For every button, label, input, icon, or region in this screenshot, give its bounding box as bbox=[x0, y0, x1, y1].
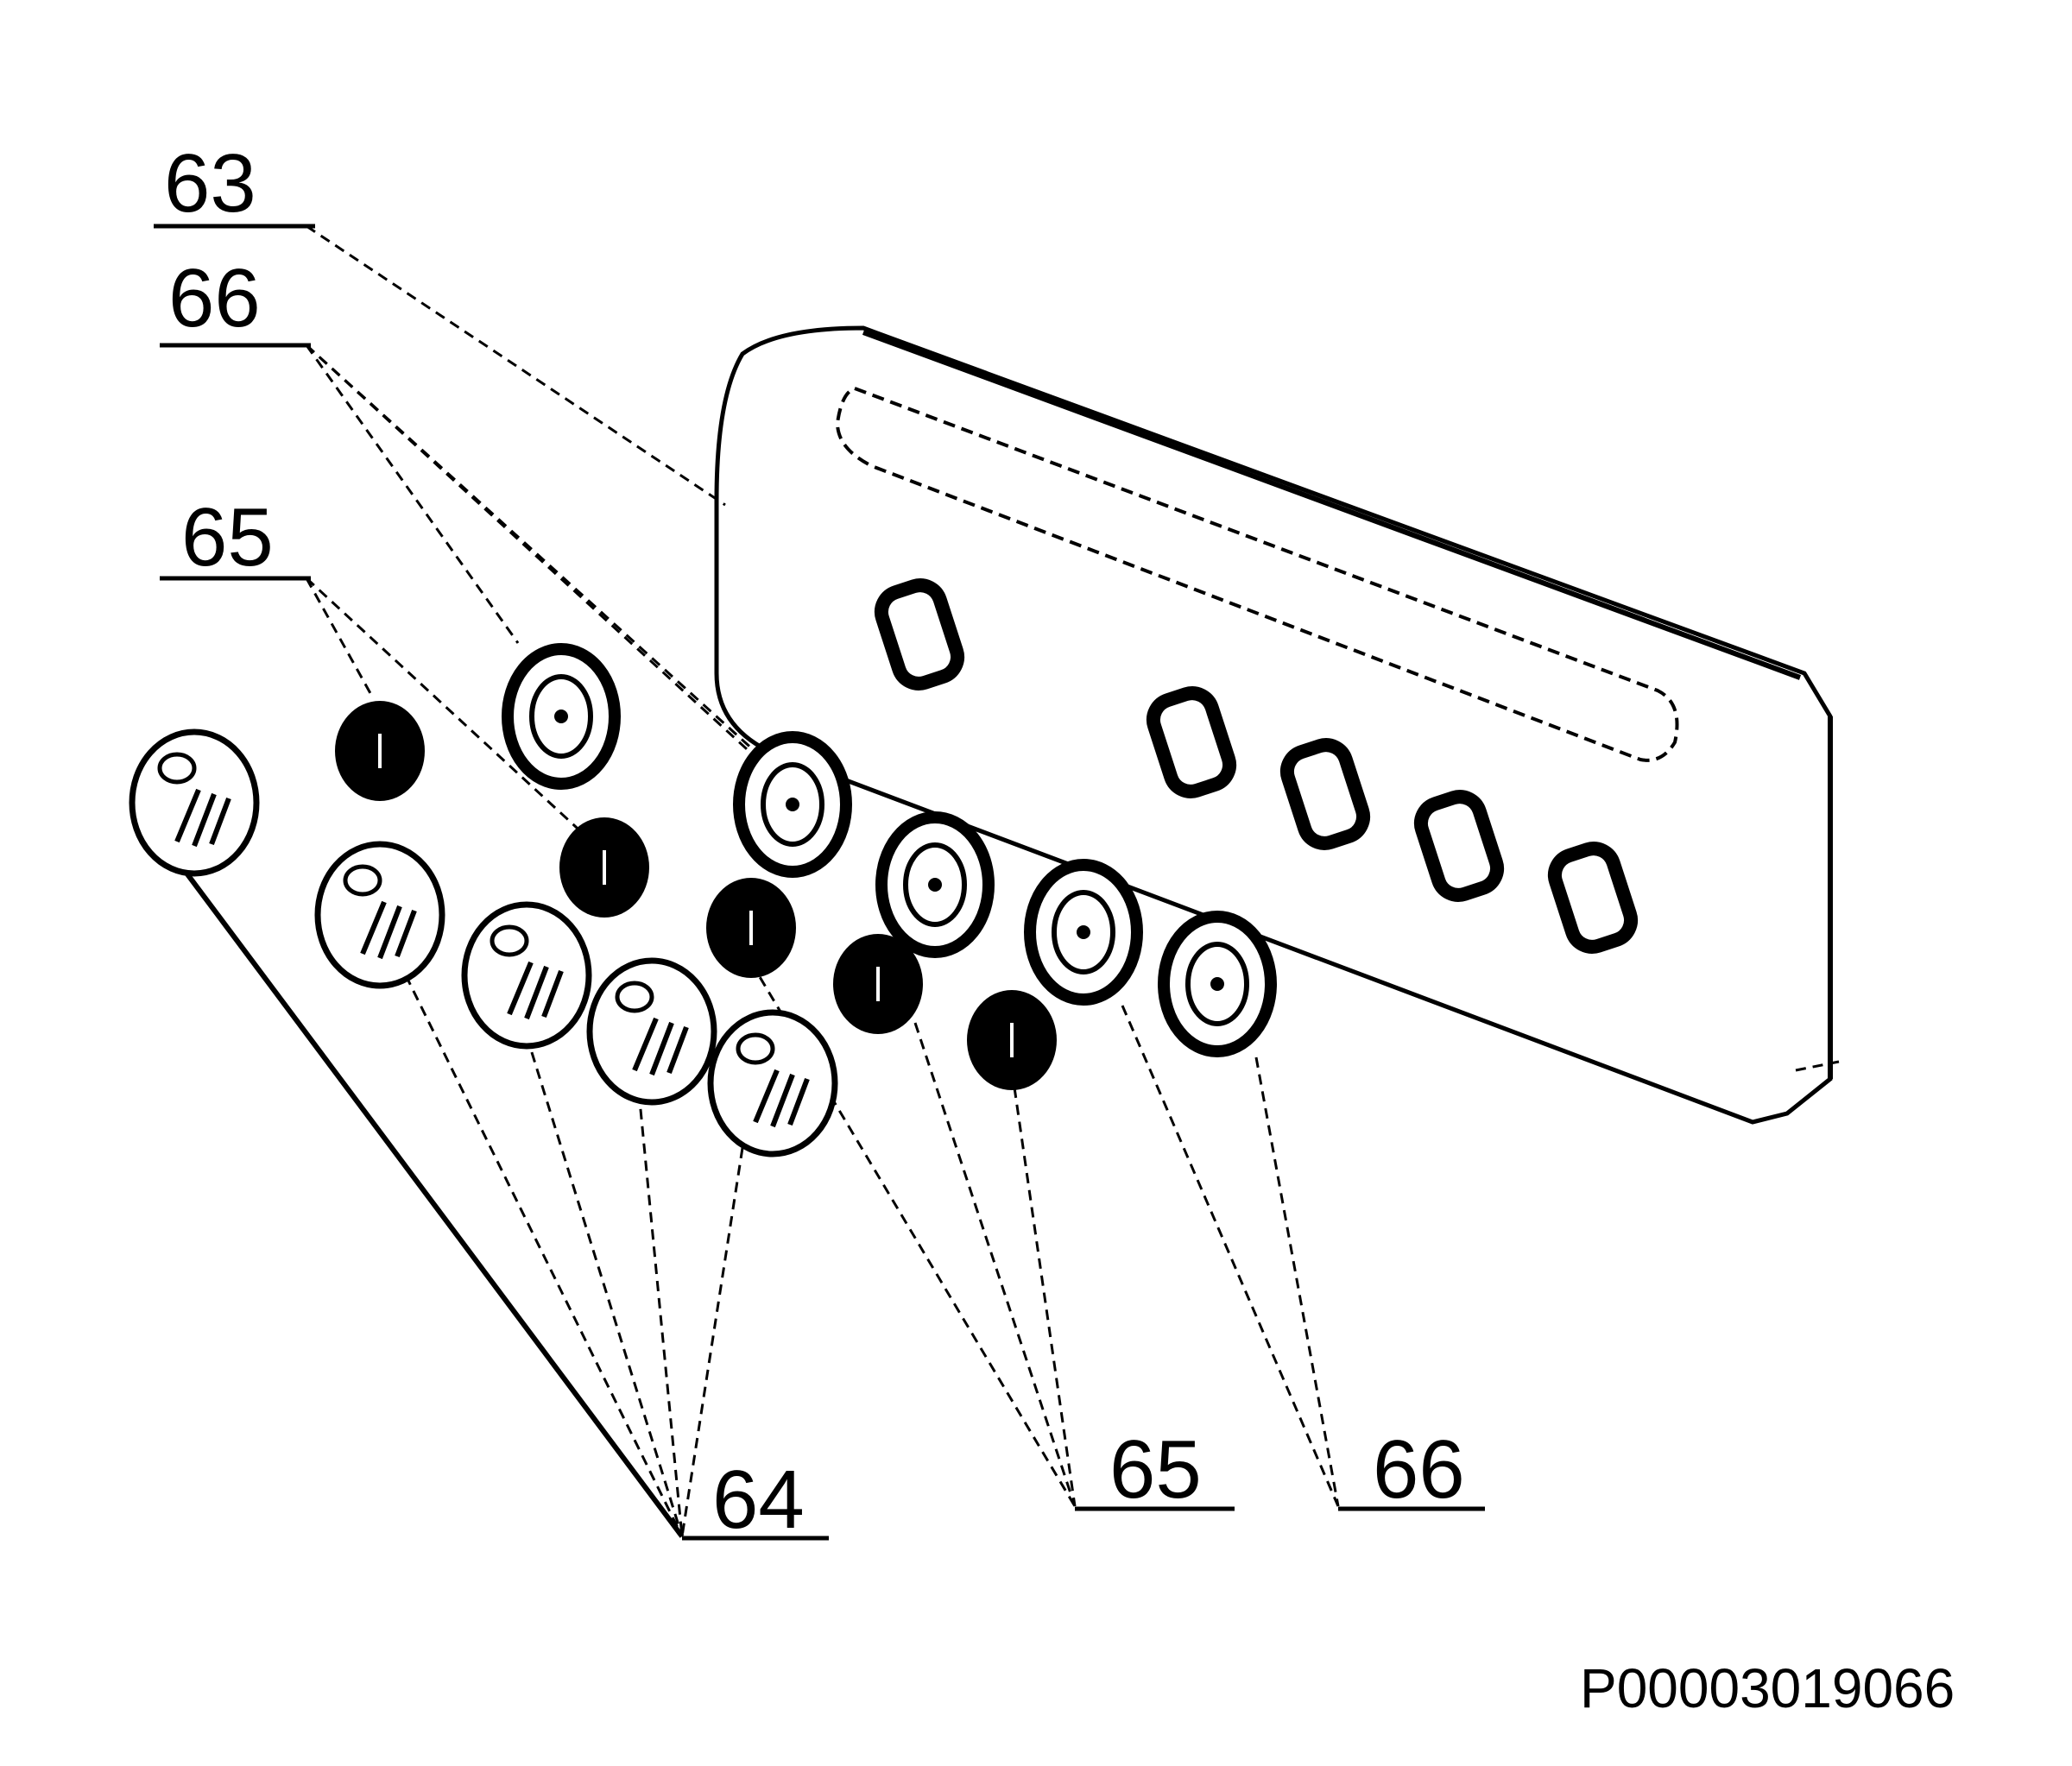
panel-top-edge bbox=[862, 330, 1802, 680]
callout-64: 64 bbox=[712, 1454, 805, 1546]
panel-hole bbox=[1279, 738, 1371, 850]
ring-group bbox=[502, 643, 1277, 1057]
knob bbox=[707, 1009, 838, 1157]
panel-hole bbox=[1146, 686, 1237, 798]
button bbox=[967, 990, 1057, 1090]
knob-group bbox=[129, 728, 838, 1157]
leader-lines bbox=[170, 224, 1340, 1538]
callout-66-top: 66 bbox=[168, 252, 261, 344]
callout-63: 63 bbox=[164, 137, 256, 230]
knob bbox=[129, 728, 260, 877]
button bbox=[335, 701, 425, 801]
control-panel bbox=[714, 325, 1840, 1125]
ring bbox=[502, 643, 621, 790]
panel-hole bbox=[1413, 790, 1505, 902]
button bbox=[833, 934, 923, 1034]
button bbox=[559, 817, 649, 918]
button bbox=[706, 878, 796, 978]
knob bbox=[461, 901, 592, 1050]
ring bbox=[1024, 859, 1143, 1006]
knob bbox=[314, 841, 445, 989]
callout-65-top: 65 bbox=[181, 491, 274, 583]
callout-66-bottom: 66 bbox=[1373, 1423, 1465, 1516]
knob bbox=[586, 957, 717, 1106]
ring bbox=[1158, 911, 1277, 1057]
panel-hole bbox=[1547, 842, 1639, 954]
document-id: P00003019066 bbox=[1580, 1657, 1955, 1719]
button-group bbox=[335, 701, 1057, 1090]
panel-hole bbox=[874, 578, 965, 691]
ring bbox=[875, 811, 995, 958]
ring bbox=[733, 731, 852, 878]
callout-65-bottom: 65 bbox=[1109, 1423, 1202, 1516]
